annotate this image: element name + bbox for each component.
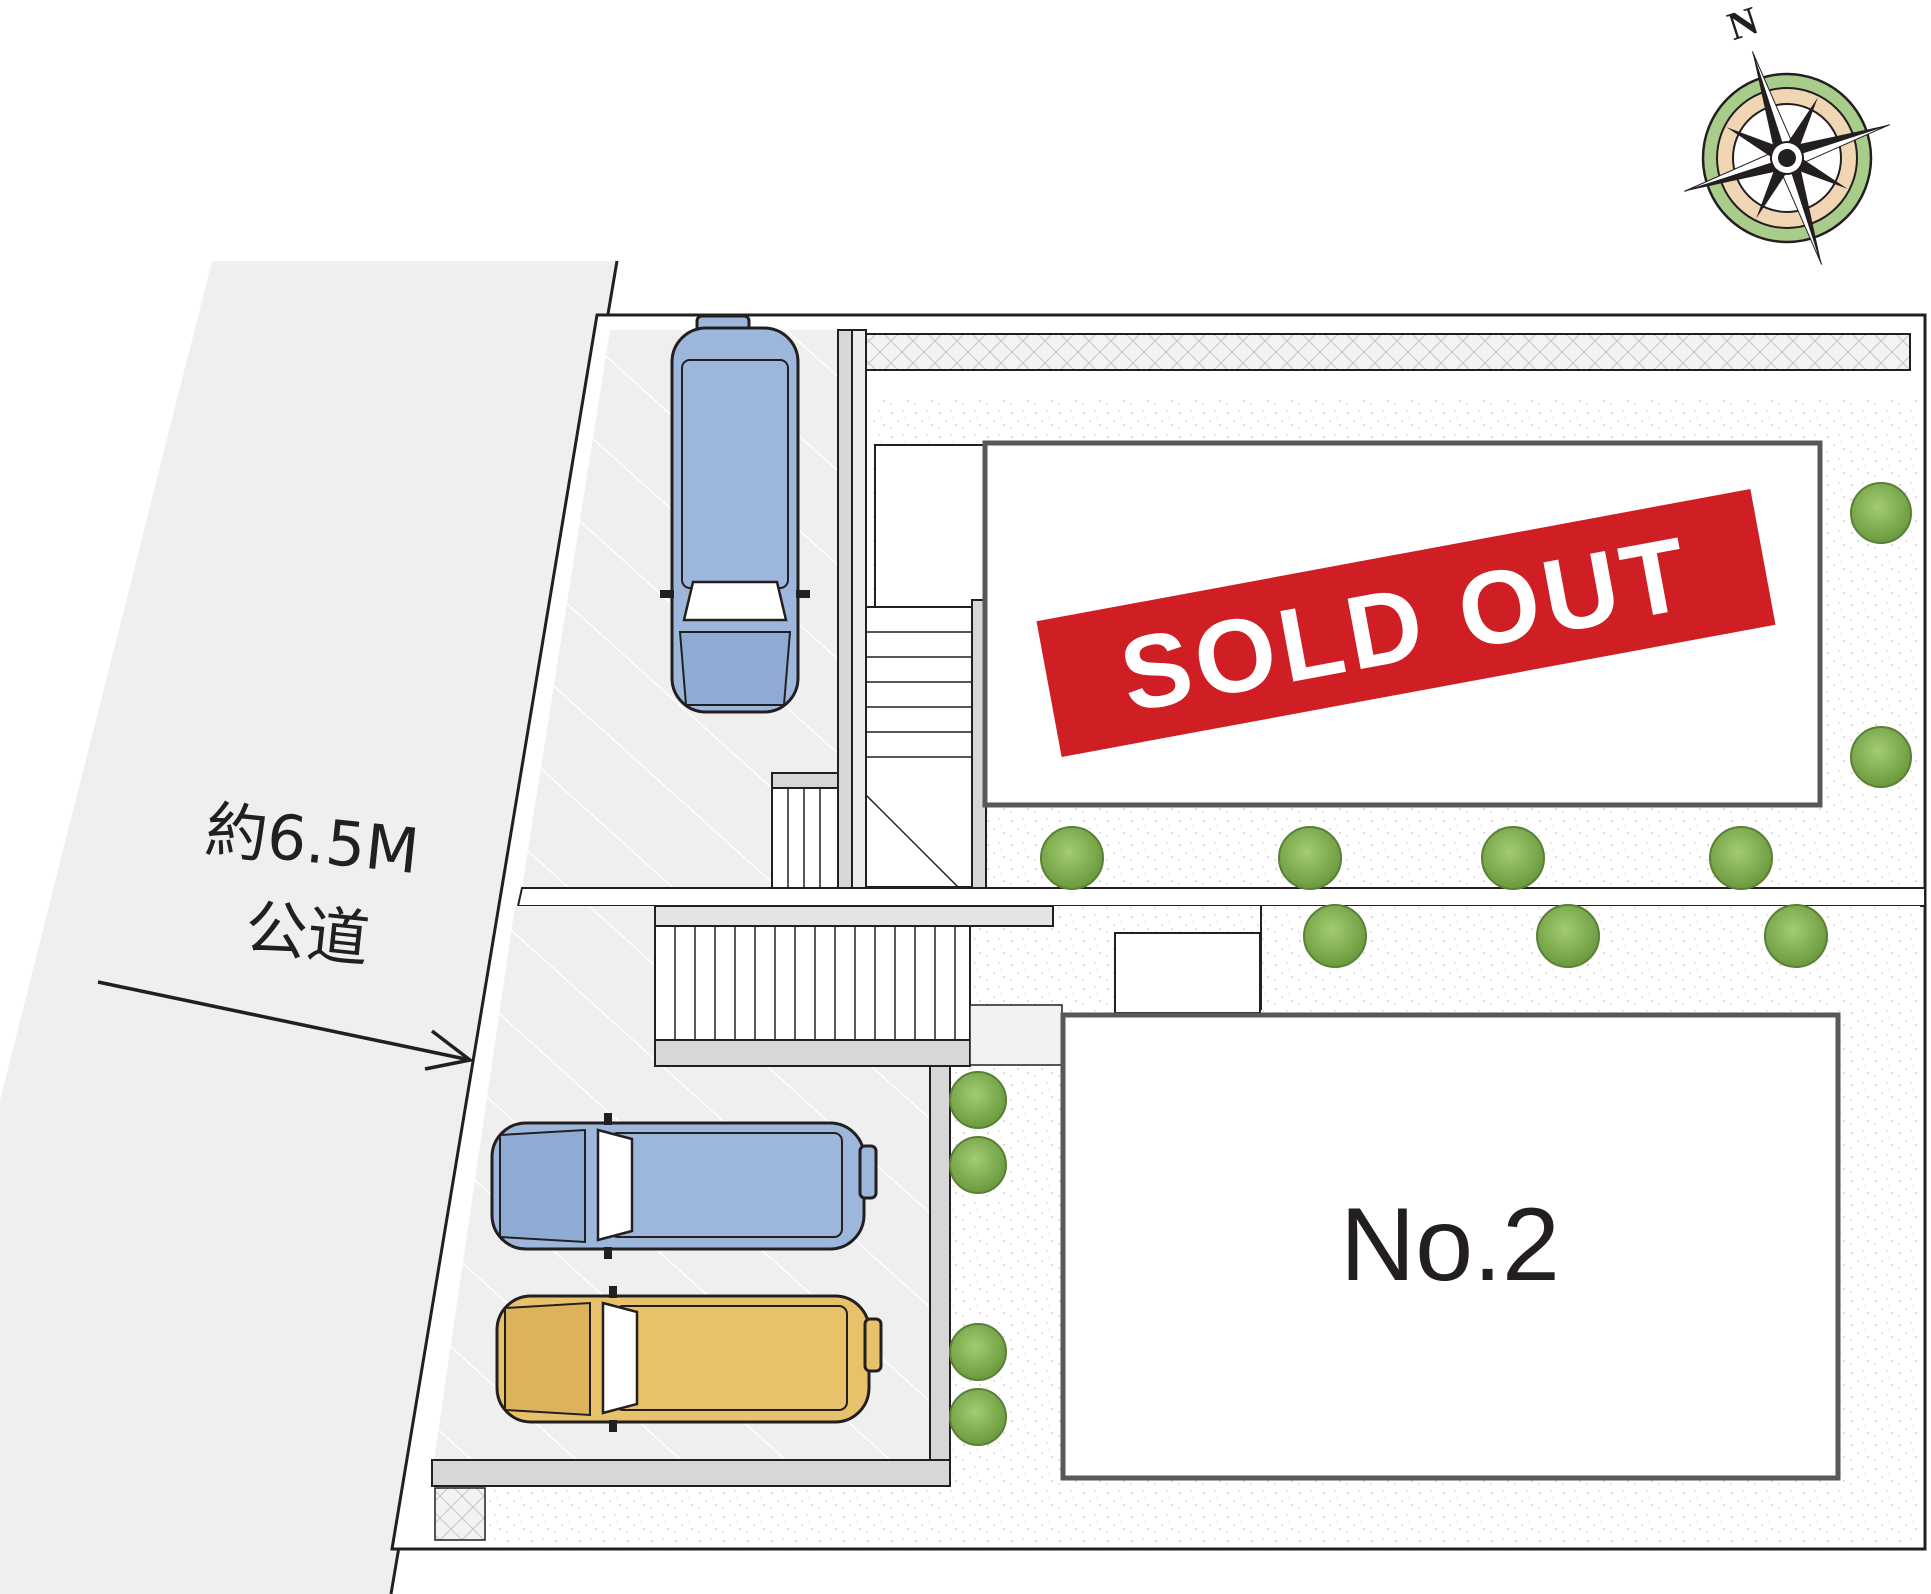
- tree-icon: [1764, 904, 1828, 968]
- upper-porch: [874, 444, 986, 608]
- lower-porch-wall: [1260, 906, 1262, 1010]
- tree-icon: [1278, 826, 1342, 890]
- upper-side-steps: [771, 772, 839, 889]
- upper-divider-wall-2: [851, 329, 867, 889]
- road-arrow: [97, 980, 475, 1071]
- car-icon-lower-blue: [490, 1113, 878, 1259]
- tree-icon: [949, 1323, 1007, 1381]
- tree-icon: [1536, 904, 1600, 968]
- tree-icon: [949, 1071, 1007, 1129]
- lower-parking-bottom-wall: [431, 1459, 951, 1487]
- lot-label: No.2: [1340, 1187, 1560, 1303]
- upper-entrance-stairs: [865, 599, 987, 889]
- tree-icon: [949, 1136, 1007, 1194]
- lower-corner-planter: [434, 1487, 486, 1541]
- tree-icon: [1303, 904, 1367, 968]
- lot-divider: [516, 887, 1926, 907]
- tree-icon: [949, 1388, 1007, 1446]
- house-footprint-no2: [1060, 1012, 1841, 1481]
- lower-garden-bottom: [488, 1490, 1920, 1546]
- compass-rose-icon: N: [1684, 0, 1890, 265]
- lower-porch: [1114, 932, 1261, 1014]
- upper-fence-strip: [865, 333, 1911, 371]
- lower-entrance-stairs: [654, 905, 1054, 1067]
- upper-divider-wall: [837, 329, 853, 889]
- lower-walkway: [969, 1004, 1063, 1066]
- public-road: [0, 261, 616, 1594]
- tree-icon: [1850, 726, 1912, 788]
- tree-icon: [1040, 826, 1104, 890]
- car-icon-upper: [660, 314, 810, 714]
- tree-icon: [1850, 482, 1912, 544]
- tree-icon: [1709, 826, 1773, 890]
- lower-parking-side-wall: [929, 1065, 951, 1487]
- car-icon-lower-yellow: [495, 1286, 883, 1432]
- tree-icon: [1481, 826, 1545, 890]
- road-type-label: 公道: [242, 891, 373, 977]
- trees: [949, 482, 1912, 1446]
- compass-north-label: N: [1722, 0, 1763, 49]
